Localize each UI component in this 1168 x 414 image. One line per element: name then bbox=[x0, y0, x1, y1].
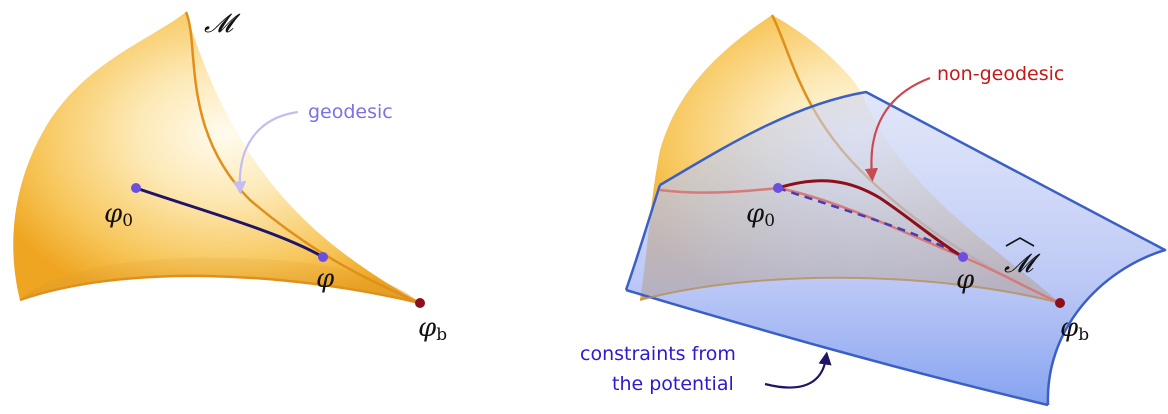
left-label-phib: φb bbox=[418, 313, 447, 345]
left-point-phi bbox=[318, 252, 328, 262]
geodesic-label: geodesic bbox=[308, 101, 393, 123]
right-label-phib: φb bbox=[1060, 313, 1089, 345]
right-panel: non-geodesic constraints from the potent… bbox=[580, 14, 1167, 407]
left-label-phi0: φ0 bbox=[104, 199, 133, 231]
right-label-phi: φ bbox=[956, 265, 975, 295]
left-label-phi: φ bbox=[316, 264, 335, 294]
non-geodesic-label: non-geodesic bbox=[937, 63, 1064, 85]
constraint-surface bbox=[626, 92, 1165, 405]
left-manifold-edge-top bbox=[184, 11, 421, 305]
constraints-label-line2: the potential bbox=[612, 373, 734, 395]
non-geodesic-curve bbox=[777, 179, 964, 259]
right-manifold-edge-bottom bbox=[639, 276, 1061, 304]
right-point-phib bbox=[1055, 298, 1065, 308]
right-point-phi bbox=[958, 252, 968, 262]
geodesic-curve bbox=[135, 186, 324, 259]
constraints-label-line1: constraints from bbox=[580, 343, 736, 365]
left-manifold-surface bbox=[13, 12, 420, 303]
right-point-phi0 bbox=[773, 183, 783, 193]
manifold-label: 𝓜 bbox=[204, 9, 241, 39]
hat-accent bbox=[1005, 237, 1035, 247]
non-geodesic-arrow bbox=[864, 76, 931, 182]
left-manifold-fold bbox=[20, 257, 420, 303]
right-label-phi0: φ0 bbox=[746, 199, 775, 231]
constraint-surface-edge bbox=[624, 90, 1167, 407]
left-point-phib bbox=[415, 298, 425, 308]
left-manifold-edge-bottom bbox=[19, 274, 421, 305]
left-panel: geodesic φ0 φ φb 𝓜 bbox=[13, 9, 447, 345]
constraints-arrow bbox=[764, 351, 832, 389]
geodesic-arrow bbox=[233, 110, 299, 195]
left-point-phi0 bbox=[131, 183, 141, 193]
